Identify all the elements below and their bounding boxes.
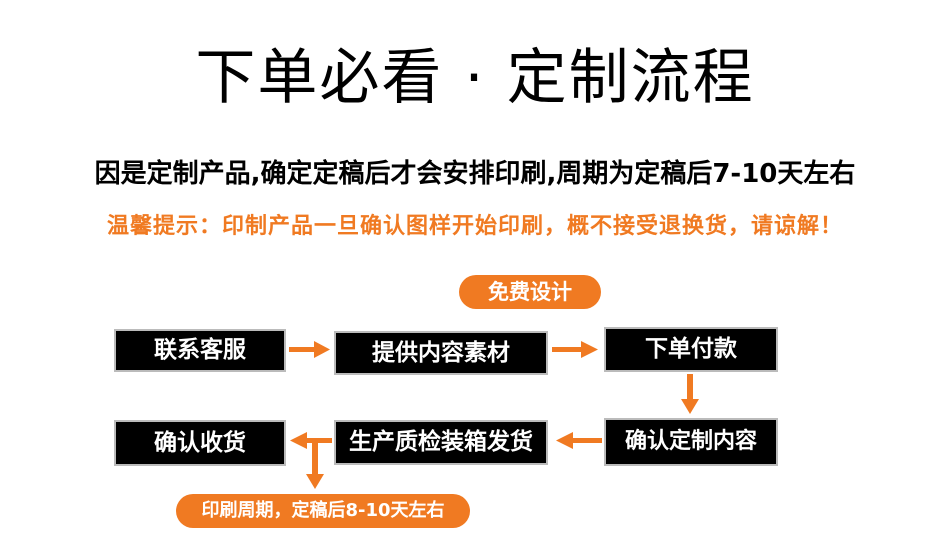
step-confirm-receipt: 确认收货 bbox=[114, 420, 286, 466]
arrow-left-1-icon bbox=[556, 432, 602, 449]
arrow-left-2-icon bbox=[290, 432, 332, 449]
step-contact-service: 联系客服 bbox=[114, 329, 286, 372]
step-place-order-pay: 下单付款 bbox=[604, 327, 778, 372]
arrow-down-icon bbox=[681, 374, 699, 414]
production-cycle-badge: 印刷周期，定稿后8-10天左右 bbox=[176, 494, 470, 528]
arrow-right-1-icon bbox=[289, 341, 330, 358]
page-title: 下单必看 · 定制流程 bbox=[195, 43, 755, 113]
arrow-branch-down-icon bbox=[306, 440, 324, 489]
step-production-qc-shipping: 生产质检装箱发货 bbox=[334, 420, 548, 465]
step-confirm-custom-content: 确认定制内容 bbox=[604, 418, 778, 466]
free-design-badge: 免费设计 bbox=[459, 275, 601, 309]
step-provide-materials: 提供内容素材 bbox=[334, 331, 548, 375]
warm-tip: 温馨提示：印制产品一旦确认图样开始印刷，概不接受退换货，请谅解！ bbox=[106, 214, 843, 239]
process-notice: 因是定制产品,确定定稿后才会安排印刷,周期为定稿后7-10天左右 bbox=[94, 159, 856, 189]
arrow-right-2-icon bbox=[552, 341, 598, 358]
